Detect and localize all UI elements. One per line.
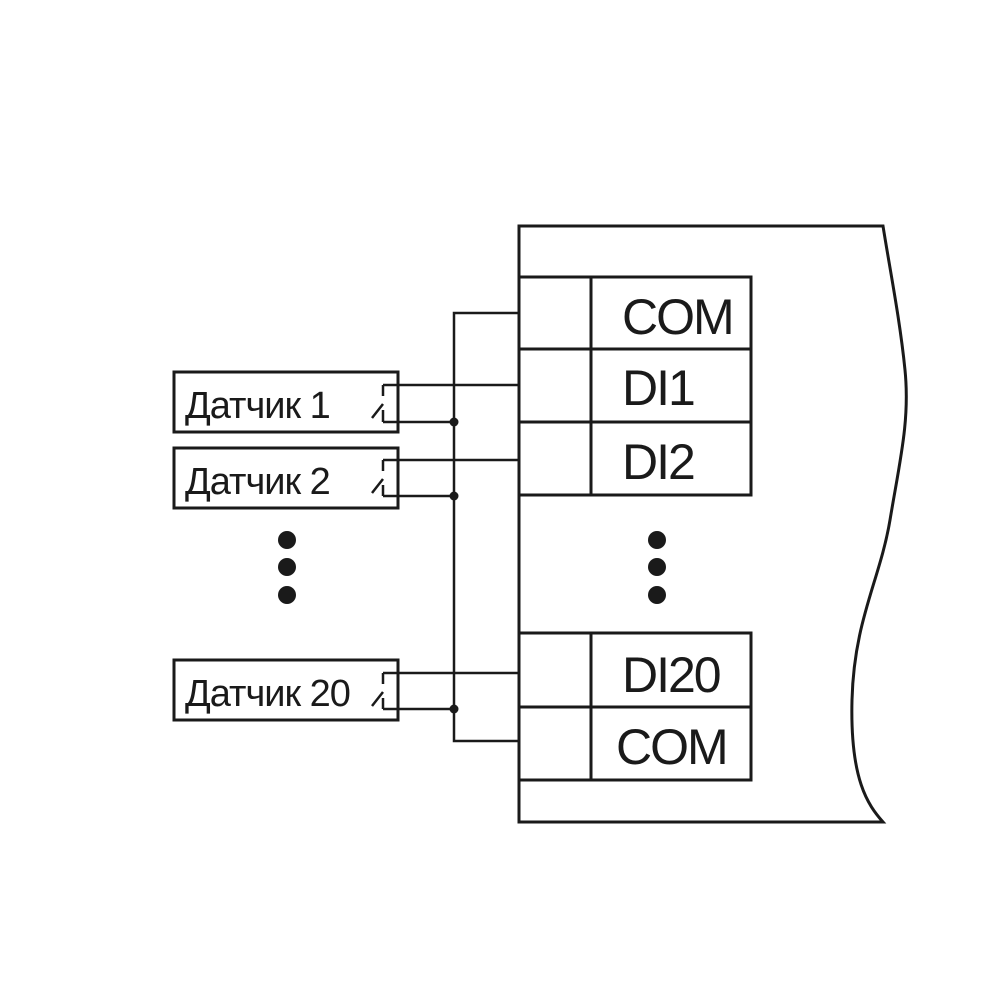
terminal-label-di20: DI20: [622, 647, 720, 703]
terminal-screw-com-top: [517, 275, 593, 351]
sensor-box: [172, 658, 400, 722]
terminal-label-com-top: COM: [622, 289, 733, 345]
junction-dot-icon: [449, 417, 459, 427]
terminal-label-com-bottom: COM: [616, 719, 727, 775]
sensor-1: Датчик 1: [172, 370, 400, 434]
terminal-screw-di2: [517, 420, 593, 497]
terminal-screw-di1: [517, 347, 593, 424]
normally-open-contact-icon: [371, 671, 398, 711]
terminal-label-di1: DI1: [622, 360, 694, 416]
device-body: [517, 224, 908, 824]
terminal-label-di2: DI2: [622, 434, 694, 490]
sensor-box: [172, 446, 400, 510]
sensor-label: Датчик 20: [185, 673, 350, 715]
vertical-ellipsis-icon: [648, 531, 666, 604]
sensor-label: Датчик 2: [185, 461, 330, 503]
junction-dot-icon: [449, 704, 459, 714]
terminal-screw-com-bottom: [517, 705, 593, 782]
terminal-label-box-com-bottom: [589, 705, 753, 782]
normally-open-contact-icon: [371, 458, 398, 498]
terminal-block-bottom: [517, 631, 753, 782]
sensor-label: Датчик 1: [185, 385, 330, 427]
common-bus: [452, 311, 519, 743]
normally-open-contact-icon: [371, 383, 398, 424]
sensor-20: Датчик 20: [172, 658, 400, 722]
vertical-ellipsis-icon: [278, 531, 296, 604]
terminal-screw-di20: [517, 631, 593, 709]
sensor-box: [172, 370, 400, 434]
sensor-2: Датчик 2: [172, 446, 400, 510]
terminal-label-box-di2: [589, 420, 753, 497]
junction-dot-icon: [449, 491, 459, 501]
